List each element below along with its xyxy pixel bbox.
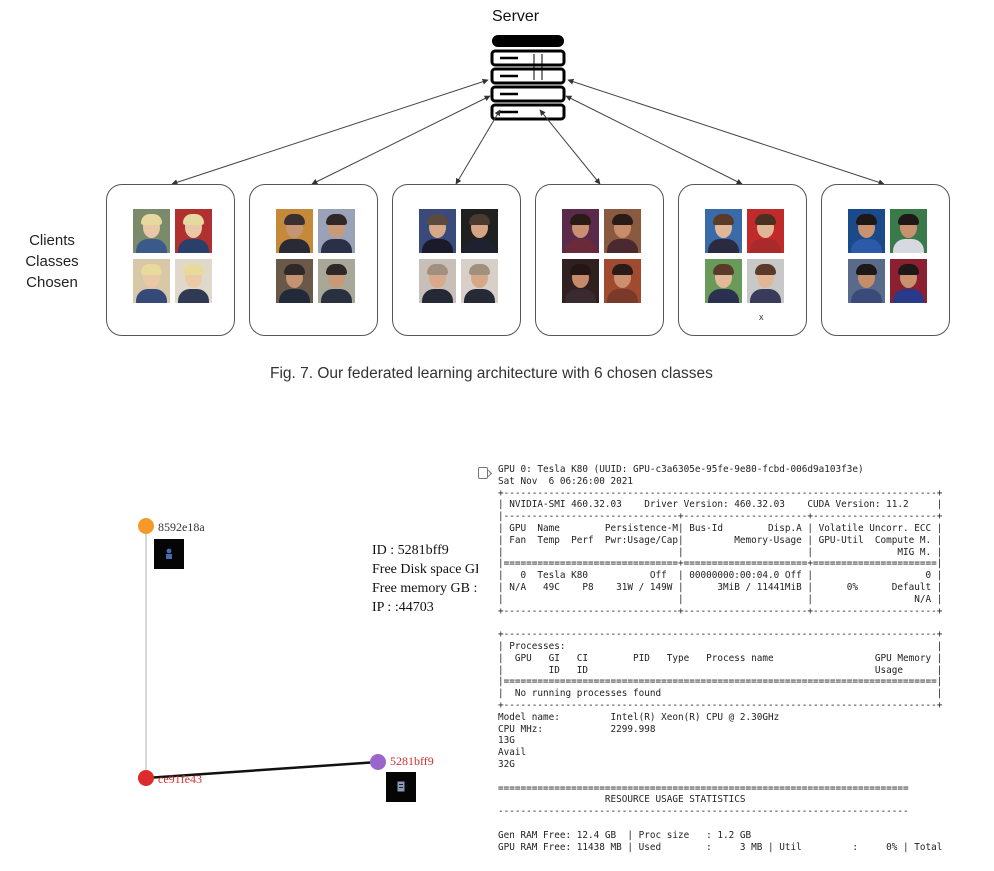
terminal-line: | Processes: |: [498, 640, 943, 652]
face-photo: [461, 259, 498, 303]
terminal-line: RESOURCE USAGE STATISTICS: [498, 794, 746, 806]
document-thumbnail-icon: [386, 772, 416, 802]
figure-caption: Fig. 7. Our federated learning architect…: [270, 365, 713, 382]
face-photo: [705, 209, 742, 253]
server-label: Server: [492, 8, 540, 25]
terminal-line: Gen RAM Free: 12.4 GB | Proc size : 1.2 …: [498, 829, 752, 841]
terminal-line: |===============================+=======…: [498, 558, 943, 570]
arrow-client-6: [567, 78, 885, 186]
face-photo: [890, 259, 927, 303]
graph-node-8592e18a: [138, 518, 154, 534]
arrow-client-1: [171, 78, 489, 186]
terminal-output: GPU 0: Tesla K80 (UUID: GPU-c3a6305e-95f…: [498, 464, 942, 853]
terminal-line: | | | N/A |: [498, 593, 943, 605]
terminal-line: CPU MHz: 2299.998: [498, 723, 656, 735]
arrow-client-5: [565, 95, 743, 185]
terminal-line: |=======================================…: [498, 676, 943, 688]
terminal-line: | | | MIG M. |: [498, 546, 943, 558]
terminal-line: | N/A 49C P8 31W / 149W | 3MiB / 11441Mi…: [498, 581, 943, 593]
node-tooltip: ID : 5281bff9 Free Disk space GB Free me…: [372, 541, 478, 617]
clients-label-line: Chosen: [26, 274, 78, 291]
terminal-line: |-------------------------------+-------…: [498, 511, 943, 523]
terminal-line: Model name: Intel(R) Xeon(R) CPU @ 2.30G…: [498, 711, 780, 723]
face-photo: [604, 259, 641, 303]
face-photo: [133, 209, 170, 253]
stray-mark: x: [759, 312, 764, 322]
client-box-3: [392, 184, 521, 336]
tooltip-line: Free Disk space GB: [372, 562, 478, 577]
terminal-line: +-------------------------------+-------…: [498, 605, 943, 617]
client-box-2: [249, 184, 378, 336]
terminal-line: +---------------------------------------…: [498, 699, 943, 711]
terminal-line: +---------------------------------------…: [498, 487, 943, 499]
face-photo: [318, 259, 355, 303]
terminal-line: | 0 Tesla K80 Off | 00000000:00:04.0 Off…: [498, 570, 943, 582]
face-photo: [175, 259, 212, 303]
terminal-line: | Fan Temp Perf Pwr:Usage/Cap| Memory-Us…: [498, 534, 943, 546]
terminal-line: 13G: [498, 735, 515, 747]
face-photo: [175, 209, 212, 253]
terminal-line: [498, 617, 942, 629]
person-thumbnail-icon: [154, 539, 184, 569]
face-photo: [562, 259, 599, 303]
terminal-line: | GPU GI CI PID Type Process name GPU Me…: [498, 652, 943, 664]
face-photo: [419, 259, 456, 303]
face-photo: [604, 209, 641, 253]
terminal-line: ----------------------------------------…: [498, 806, 909, 818]
face-photo: [461, 209, 498, 253]
graph-node-5281bff9: [370, 754, 386, 770]
face-photo: [133, 259, 170, 303]
terminal-line: ========================================…: [498, 782, 909, 794]
client-box-1: [106, 184, 235, 336]
terminal-line: | NVIDIA-SMI 460.32.03 Driver Version: 4…: [498, 499, 943, 511]
arrow-client-2: [311, 95, 491, 185]
person-glyph-icon: [166, 548, 172, 559]
node-label: 5281bff9: [390, 754, 434, 768]
server-rack-icon: [490, 35, 566, 121]
clients-label-line: Clients: [29, 232, 75, 249]
document-glyph-icon: [397, 781, 405, 792]
node-label: ce91fe43: [158, 772, 202, 786]
node-graph: [138, 518, 386, 786]
terminal-line: | ID ID Usage |: [498, 664, 943, 676]
client-box-6: [821, 184, 950, 336]
face-photo: [276, 209, 313, 253]
node-label: 8592e18a: [158, 520, 205, 534]
terminal-line: GPU RAM Free: 11438 MB | Used : 3 MB | U…: [498, 841, 943, 853]
output-icon[interactable]: [478, 467, 488, 479]
face-photo: [848, 209, 885, 253]
terminal-line: 32G: [498, 758, 515, 770]
face-photo: [747, 259, 784, 303]
face-photo: [848, 259, 885, 303]
terminal-line: +---------------------------------------…: [498, 629, 943, 641]
tooltip-line: IP : :44703: [372, 600, 434, 615]
face-photo: [318, 209, 355, 253]
terminal-line: [498, 818, 942, 830]
terminal-line: | GPU Name Persistence-M| Bus-Id Disp.A …: [498, 522, 943, 534]
face-photo: [890, 209, 927, 253]
face-photo: [747, 209, 784, 253]
face-photo: [562, 209, 599, 253]
terminal-line: [498, 771, 942, 783]
face-photo: [419, 209, 456, 253]
terminal-line: Avail: [498, 747, 527, 759]
terminal-line: Sat Nov 6 06:26:00 2021: [498, 475, 634, 487]
face-photo: [705, 259, 742, 303]
face-photo: [276, 259, 313, 303]
clients-label-line: Classes: [25, 253, 79, 270]
client-box-4: [535, 184, 664, 336]
terminal-line: | No running processes found |: [498, 688, 943, 700]
tooltip-line: Free memory GB : (: [372, 581, 478, 596]
edge-red-purple: [145, 760, 379, 780]
clients-classes-label: Clients Classes Chosen: [22, 230, 82, 293]
tooltip-line: ID : 5281bff9: [372, 543, 449, 558]
terminal-line: GPU 0: Tesla K80 (UUID: GPU-c3a6305e-95f…: [498, 464, 864, 475]
graph-node-ce91fe43: [138, 770, 154, 786]
client-box-5: [678, 184, 807, 336]
